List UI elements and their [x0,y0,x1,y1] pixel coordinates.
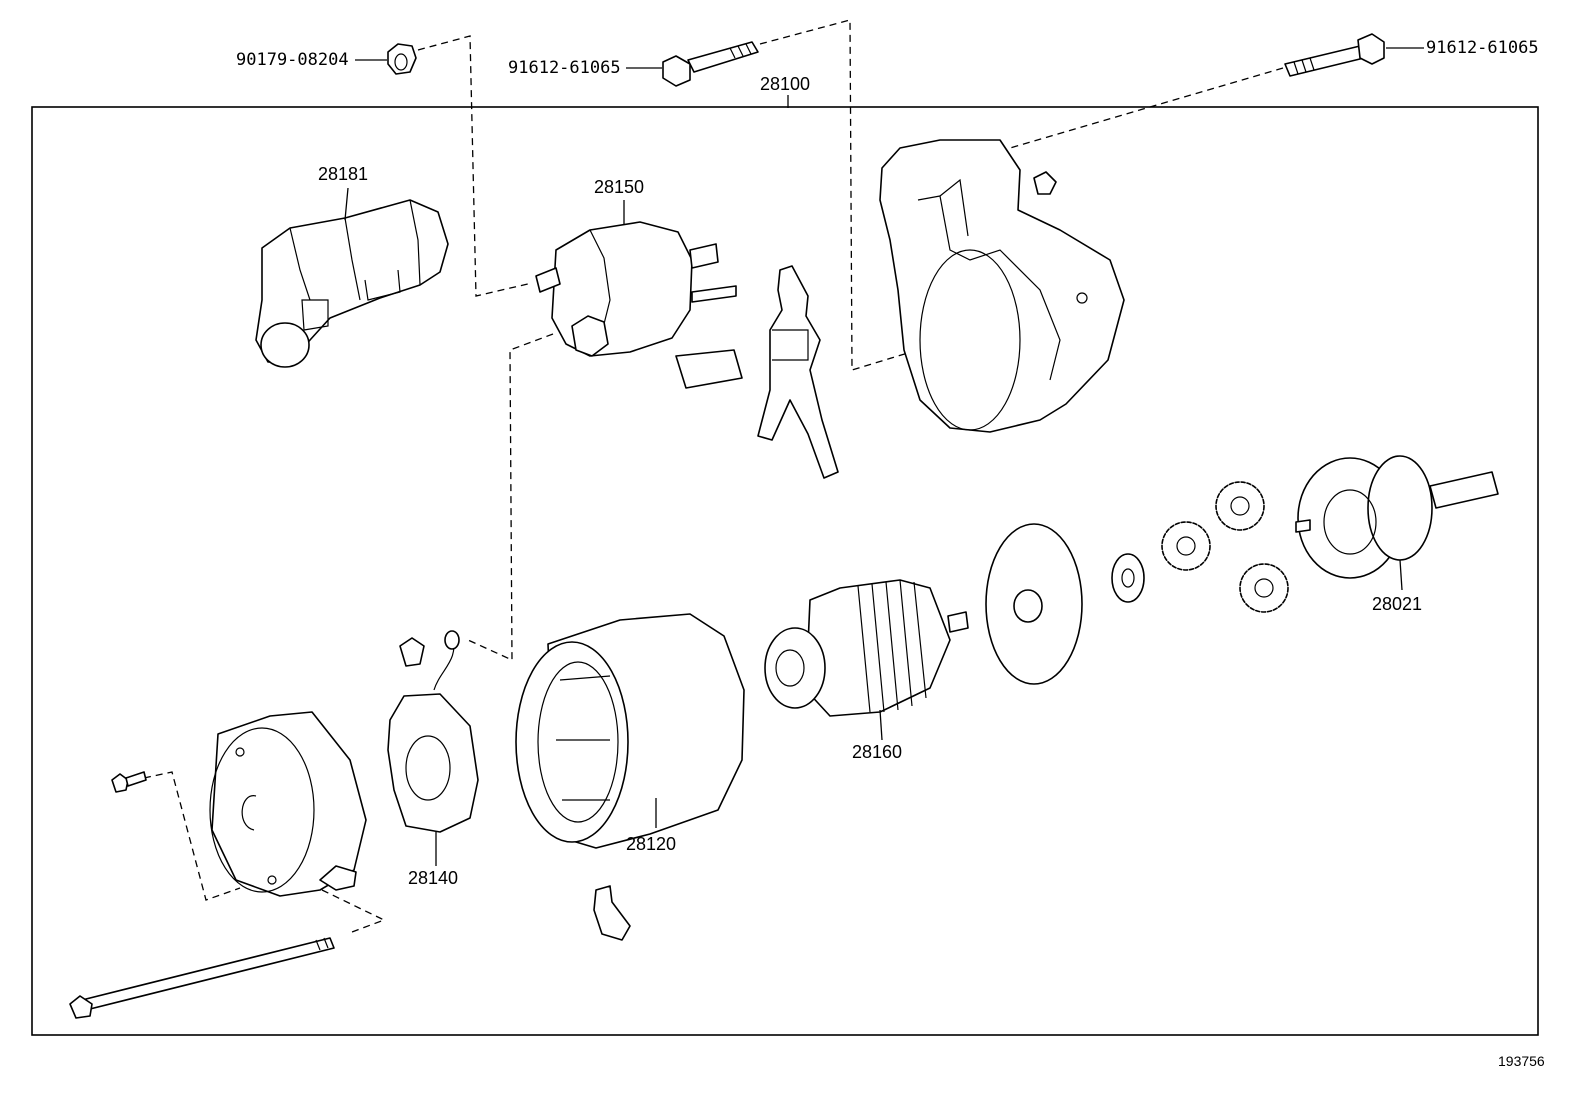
bolt-right-guide [1009,67,1284,149]
leader-28181 [344,187,349,221]
clutch-28021[interactable] [1295,455,1499,579]
center-plate[interactable] [985,523,1083,685]
bolt-right-label[interactable]: 91612-61065 [1426,38,1539,58]
figure-id: 193756 [1498,1053,1545,1069]
end-frame-guide [143,771,241,901]
bolt-left-label[interactable]: 91612-61065 [508,58,621,78]
planet-gear-3[interactable] [1239,563,1289,613]
part-label-28021[interactable]: 28021 [1372,594,1422,614]
nut-label[interactable]: 90179-08204 [236,50,349,70]
drive-lever[interactable] [757,265,839,479]
brush-holder-28140[interactable] [387,630,479,833]
end-frame[interactable] [209,711,367,897]
part-label-28120[interactable]: 28120 [626,834,676,854]
solenoid-28150[interactable] [535,221,743,389]
part-label-28140[interactable]: 28140 [408,868,458,888]
planet-gear-2[interactable] [1161,521,1211,571]
planet-gear-1[interactable] [1215,481,1265,531]
spring-clip[interactable] [593,885,631,941]
bolt-left-guide [759,19,1083,371]
bolt-right[interactable] [1284,33,1385,77]
washer[interactable] [1111,553,1145,603]
yoke-28120[interactable] [515,613,745,849]
nut-guide [417,35,533,297]
terminal-cover-28181[interactable] [255,199,449,368]
assembly-frame [31,106,1539,1036]
end-frame-screw[interactable] [111,771,147,793]
part-label-28150[interactable]: 28150 [594,177,644,197]
bolt-left[interactable] [662,41,759,87]
drive-housing[interactable] [879,139,1125,433]
leader-28021 [1399,559,1403,591]
nut-fastener[interactable] [387,43,417,75]
end-frame-guide-2 [321,889,386,933]
part-label-28181[interactable]: 28181 [318,164,368,184]
part-label-28160[interactable]: 28160 [852,742,902,762]
solenoid-guide [467,333,554,662]
through-bolt[interactable] [69,937,335,1019]
assembly-label[interactable]: 28100 [760,74,810,94]
armature-28160[interactable] [764,579,969,717]
leader-28160 [879,709,883,741]
